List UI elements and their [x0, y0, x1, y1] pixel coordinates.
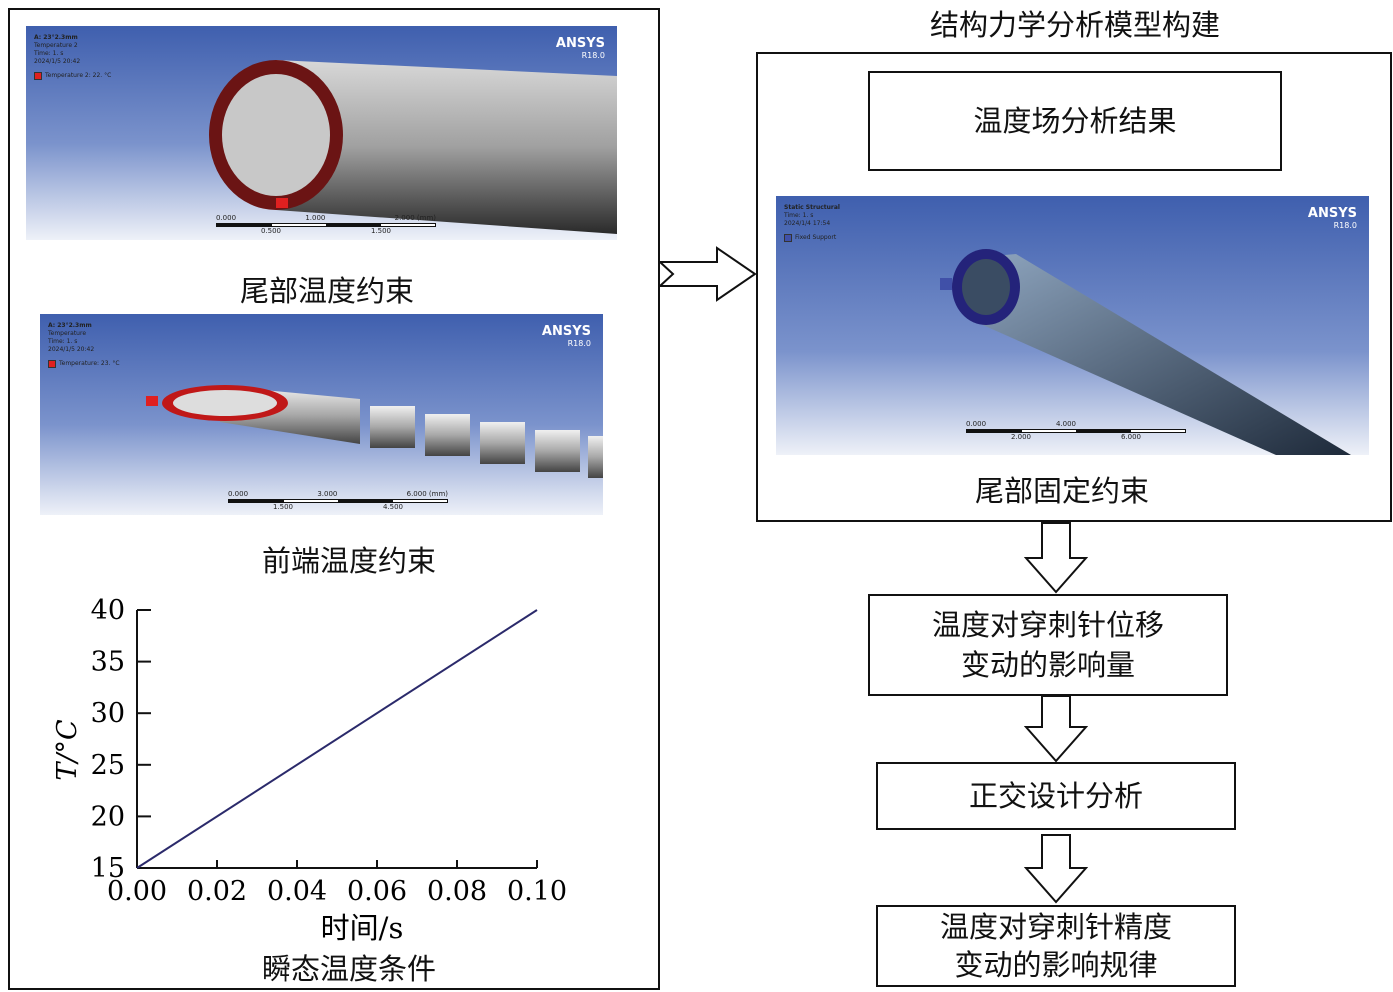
info-line: Time: 1. s — [48, 338, 78, 345]
render-header: Static Structural — [784, 204, 840, 211]
scale-label: 0.500 — [260, 227, 282, 235]
caption-front-temperature: 前端温度约束 — [262, 544, 437, 578]
x-tick-label: 0.04 — [267, 876, 327, 907]
info-line: Time: 1. s — [34, 50, 64, 57]
x-tick-label: 0.08 — [427, 876, 487, 907]
x-tick-label: 0.02 — [187, 876, 247, 907]
x-axis-label: 时间/s — [321, 911, 404, 945]
legend-label: Temperature: 23. °C — [59, 360, 120, 367]
render-tail-temperature: A: 23°2.3mm Temperature 2 Time: 1. s 202… — [26, 26, 617, 240]
temperature-chart: 0.00 0.02 0.04 0.06 0.08 0.10 15 20 25 30 35 40 时间/s… — [52, 595, 567, 945]
render-header: A: 23°2.3mm — [48, 322, 92, 329]
legend-swatch — [784, 234, 792, 242]
y-tick-label: 15 — [91, 853, 125, 884]
caption-tail-temperature: 尾部温度约束 — [240, 274, 415, 308]
render-info: Static Structural Time: 1. s 2024/1/4 17… — [784, 204, 840, 242]
fixed-pipe-model — [940, 249, 1351, 455]
chart-caption: 瞬态温度条件 — [262, 952, 437, 986]
series-line — [136, 609, 538, 869]
y-tick-label: 25 — [91, 750, 125, 781]
legend-swatch — [48, 360, 56, 368]
flow-box-displacement: 温度对穿刺针位移变动的影响量 — [868, 594, 1228, 696]
flow-box-accuracy: 温度对穿刺针精度变动的影响规律 — [876, 905, 1236, 987]
x-tick-label: 0.06 — [347, 876, 407, 907]
thermal-result-box: 温度场分析结果 — [868, 71, 1282, 171]
render-info: A: 23°2.3mm Temperature Time: 1. s 2024/… — [48, 322, 120, 368]
y-tick-label: 40 — [91, 595, 125, 626]
render-info: A: 23°2.3mm Temperature 2 Time: 1. s 202… — [34, 34, 111, 80]
legend-swatch — [34, 72, 42, 80]
arrow-down-icon — [1024, 522, 1088, 594]
pipe-model — [209, 60, 617, 234]
arrow-down-icon — [1024, 834, 1088, 904]
y-axis-label: T/°C — [52, 719, 83, 781]
scale-label: 1.500 — [370, 227, 392, 235]
caption-fixed-support: 尾部固定约束 — [975, 474, 1150, 508]
y-tick-label: 30 — [91, 698, 125, 729]
flow-box-orthogonal: 正交设计分析 — [876, 762, 1236, 830]
legend-label: Fixed Support — [795, 234, 837, 241]
render-fixed-support: Static Structural Time: 1. s 2024/1/4 17… — [776, 196, 1369, 455]
info-line: 2024/1/4 17:54 — [784, 220, 831, 227]
x-tick-label: 0.10 — [507, 876, 567, 907]
arrow-right-icon — [659, 246, 757, 302]
y-tick-label: 35 — [91, 647, 125, 678]
info-line: Temperature 2 — [34, 42, 78, 49]
render-front-temperature: A: 23°2.3mm Temperature Time: 1. s 2024/… — [40, 314, 603, 515]
x-tick-label: 0.00 — [107, 876, 167, 907]
y-tick-label: 20 — [91, 801, 125, 832]
needle-model — [146, 385, 603, 478]
diagram-title: 结构力学分析模型构建 — [930, 8, 1221, 42]
render-header: A: 23°2.3mm — [34, 34, 78, 41]
arrow-down-icon — [1024, 695, 1088, 763]
info-line: 2024/1/5 20:42 — [34, 58, 81, 65]
info-line: Time: 1. s — [784, 212, 814, 219]
info-line: Temperature — [48, 330, 87, 337]
info-line: 2024/1/5 20:42 — [48, 346, 95, 353]
legend-label: Temperature 2: 22. °C — [45, 72, 112, 79]
